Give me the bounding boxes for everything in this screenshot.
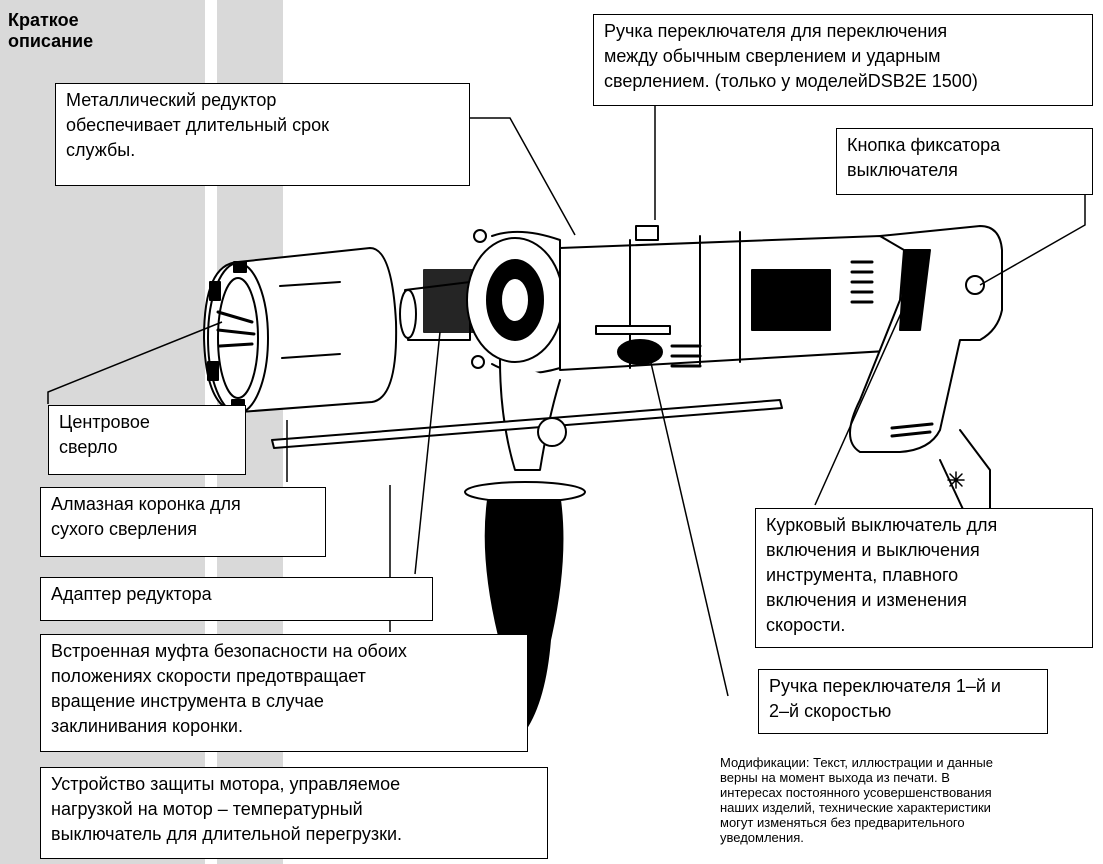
speed-switch-knob-callout: Ручка переключателя 1–й и 2–й скоростью xyxy=(758,669,1048,734)
center-drill-callout: Центровое сверло xyxy=(48,405,246,475)
leader-lines xyxy=(47,105,1086,697)
front-handle-drawing xyxy=(271,359,783,731)
gear-adapter-callout: Адаптер редуктора xyxy=(40,577,433,621)
diamond-crown-callout: Алмазная коронка для сухого сверления xyxy=(40,487,326,557)
trigger-switch-callout: Курковый выключатель для включения и вык… xyxy=(755,508,1093,648)
modifications-note: Модификации: Текст, иллюстрации и данные… xyxy=(720,755,993,845)
mode-switch-knob-callout: Ручка переключателя для переключения меж… xyxy=(593,14,1093,106)
diamond-crown-drawing xyxy=(203,247,398,414)
motor-protection-callout: Устройство защиты мотора, управляемое на… xyxy=(40,767,548,859)
gearbox-drawing xyxy=(466,229,564,375)
safety-clutch-callout: Встроенная муфта безопасности на обоих п… xyxy=(40,634,528,752)
rear-handle-drawing xyxy=(849,225,1003,521)
section-title: Краткое описание xyxy=(8,10,94,51)
metal-gearbox-callout: Металлический редуктор обеспечивает длит… xyxy=(55,83,470,186)
motor-housing-drawing xyxy=(559,225,905,371)
switch-lock-button-callout: Кнопка фиксатора выключателя xyxy=(836,128,1093,195)
